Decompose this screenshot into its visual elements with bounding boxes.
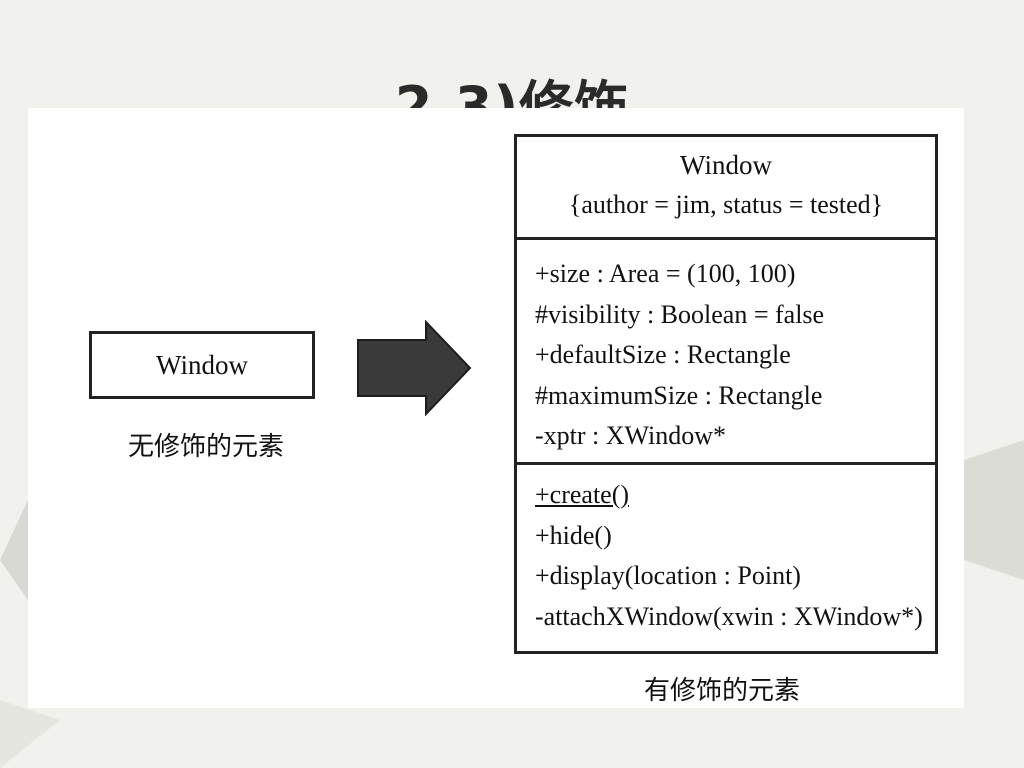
attribute-row: #visibility : Boolean = false xyxy=(535,299,825,329)
adorned-class-name: Window xyxy=(680,150,772,180)
plain-class-box: Window xyxy=(89,331,315,399)
attribute-row: #maximumSize : Rectangle xyxy=(535,380,823,410)
attribute-row: -xptr : XWindow* xyxy=(535,421,727,450)
attribute-row: +size : Area = (100, 100) xyxy=(535,259,796,288)
adorned-class-box: Window {author = jim, status = tested} +… xyxy=(514,134,938,654)
attributes-compartment: +size : Area = (100, 100) #visibility : … xyxy=(517,240,935,465)
operation-row: -attachXWindow(xwin : XWindow*) xyxy=(535,601,923,631)
attribute-row: +defaultSize : Rectangle xyxy=(535,340,791,369)
adorned-element-caption: 有修饰的元素 xyxy=(644,676,801,706)
right-arrow-icon xyxy=(357,320,472,416)
operation-row: +display(location : Point) xyxy=(535,561,801,590)
operations-compartment: +create() +hide() +display(location : Po… xyxy=(517,465,935,637)
operation-row: +create() xyxy=(535,480,630,509)
tagged-values: {author = jim, status = tested} xyxy=(568,190,884,219)
plain-class-name: Window xyxy=(156,349,248,380)
diagram-panel: Window 无修饰的元素 Window {author = jim, stat… xyxy=(28,108,964,708)
class-name-compartment: Window {author = jim, status = tested} xyxy=(517,137,935,240)
plain-element-caption: 无修饰的元素 xyxy=(128,432,285,462)
operation-row: +hide() xyxy=(535,520,612,550)
